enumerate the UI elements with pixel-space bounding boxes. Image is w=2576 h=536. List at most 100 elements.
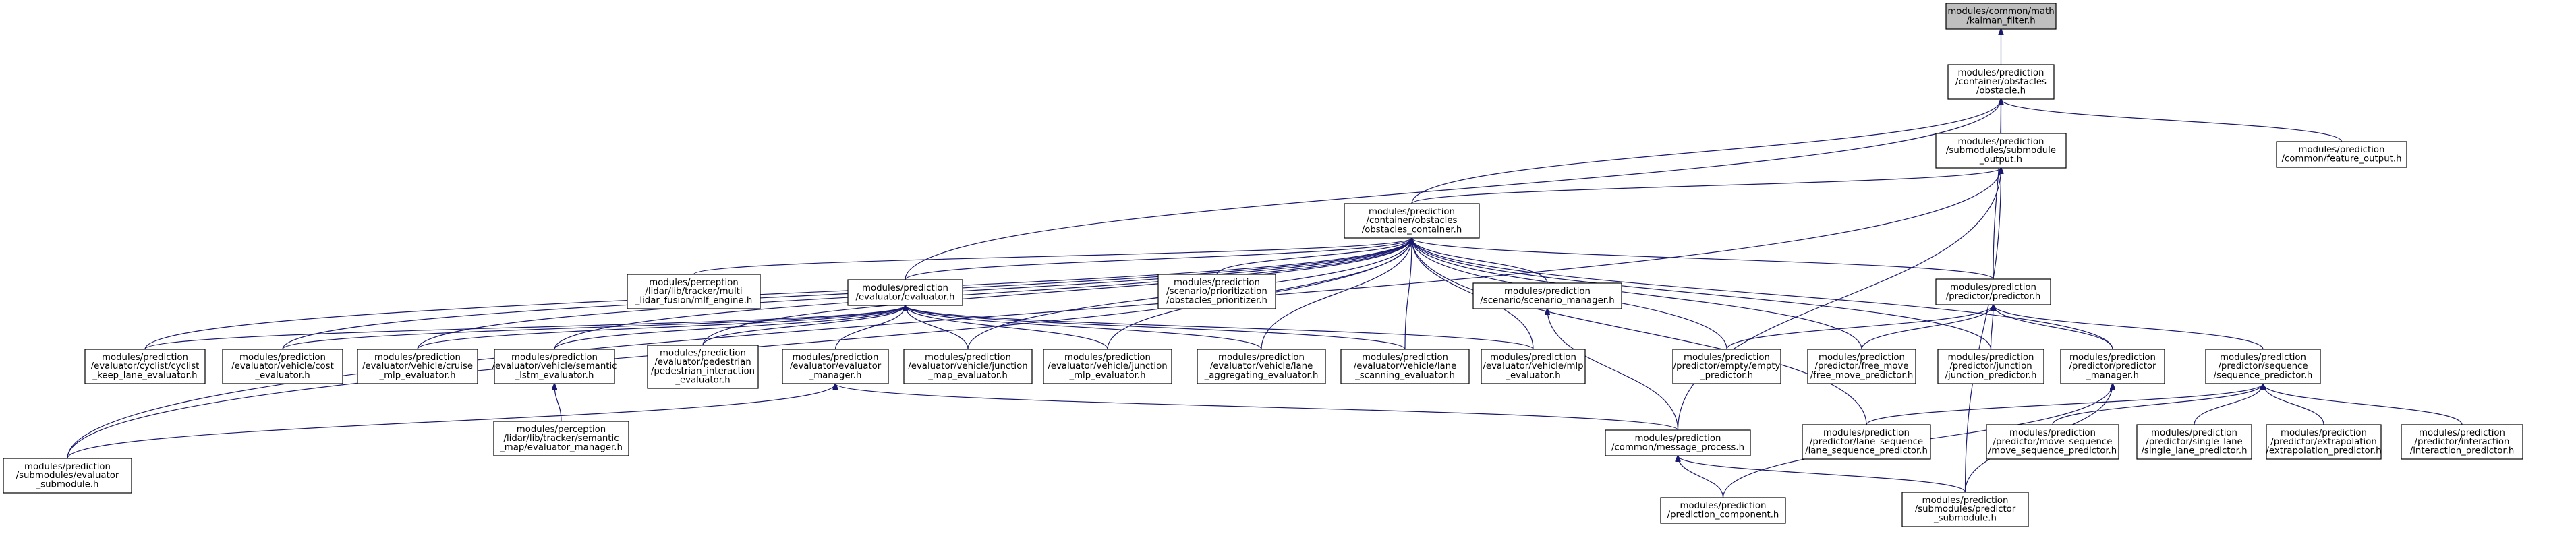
node-label-line: modules/prediction: [1064, 353, 1151, 363]
edge-lane_scan-to-obs_container: [1404, 238, 1412, 350]
node-label-line: modules/prediction: [2299, 145, 2385, 155]
edge-predictor-to-obs_container: [1412, 238, 1994, 280]
node-label-line: /free_move_predictor.h: [1810, 370, 1914, 380]
edge-pred_component-to-msg_process: [1678, 456, 1724, 498]
node-predictor[interactable]: modules/prediction/predictor/predictor.h: [1935, 278, 2051, 305]
node-interaction[interactable]: modules/prediction/predictor/interaction…: [2401, 424, 2523, 460]
node-box: [1937, 349, 2044, 384]
node-single-lane[interactable]: modules/prediction/predictor/single_lane…: [2136, 424, 2252, 460]
node-box: [1660, 497, 1786, 524]
node-label-line: modules/prediction: [1490, 353, 1576, 363]
node-seq-pred[interactable]: modules/prediction/predictor/sequence/se…: [2205, 349, 2321, 384]
node-eval-mgr[interactable]: modules/prediction/evaluator/evaluator_m…: [782, 349, 889, 384]
node-semantic-lstm[interactable]: modules/prediction/evaluator/vehicle/sem…: [492, 349, 617, 384]
node-cyclist[interactable]: modules/prediction/evaluator/cyclist/cyc…: [84, 349, 206, 384]
edge-seq_pred-to-predictor: [1993, 305, 2264, 350]
node-kalman[interactable]: modules/common/math/kalman_filter.h: [1945, 3, 2057, 30]
node-obstacle[interactable]: modules/prediction/container/obstacles/o…: [1947, 64, 2055, 100]
node-box: [1043, 349, 1172, 384]
node-pedestrian[interactable]: modules/prediction/evaluator/pedestrian/…: [647, 345, 759, 389]
node-label-line: /predictor/single_lane: [2146, 437, 2242, 447]
node-box: [222, 349, 343, 384]
node-sub-predictor[interactable]: modules/prediction/submodules/predictor_…: [1901, 492, 2029, 527]
node-box: [2276, 141, 2407, 168]
node-junction-mlp[interactable]: modules/prediction/evaluator/vehicle/jun…: [1043, 349, 1172, 384]
node-sub-evaluator[interactable]: modules/prediction/submodules/evaluator_…: [3, 458, 132, 494]
node-label-line: _predictor.h: [1700, 370, 1753, 380]
node-label-line: /predictor/sequence: [2218, 361, 2308, 371]
node-label-line: modules/perception: [649, 278, 738, 288]
node-box: [84, 349, 206, 384]
node-label-line: /predictor/free_move: [1814, 361, 1908, 371]
node-box: [3, 458, 132, 494]
node-cost[interactable]: modules/prediction/evaluator/vehicle/cos…: [222, 349, 343, 384]
node-label-line: /predictor/extrapolation: [2270, 437, 2377, 447]
node-label-line: modules/prediction: [925, 353, 1011, 363]
node-label-line: _aggregating_evaluator.h: [1204, 370, 1319, 380]
node-mlf[interactable]: modules/perception/lidar/lib/tracker/mul…: [627, 274, 761, 309]
node-label-line: modules/prediction: [1948, 353, 2034, 363]
node-msg-process[interactable]: modules/prediction/common/message_proces…: [1605, 429, 1751, 456]
node-box: [1157, 274, 1276, 309]
node-junction-pred[interactable]: modules/prediction/predictor/junction/ju…: [1937, 349, 2044, 384]
node-move-seq[interactable]: modules/prediction/predictor/move_sequen…: [1986, 424, 2119, 460]
node-label-line: _evaluator.h: [1505, 370, 1560, 380]
node-box: [357, 349, 478, 384]
edge-empty_pred-to-predictor: [1726, 305, 1993, 350]
node-pred-mgr[interactable]: modules/prediction/predictor/predictor_m…: [2060, 349, 2165, 384]
node-lane-seq[interactable]: modules/prediction/predictor/lane_sequen…: [1802, 424, 1931, 460]
node-prioritizer[interactable]: modules/prediction/scenario/prioritizati…: [1157, 274, 1276, 309]
node-empty-pred[interactable]: modules/prediction/predictor/empty/empty…: [1672, 349, 1781, 384]
node-cruise[interactable]: modules/prediction/evaluator/vehicle/cru…: [357, 349, 478, 384]
node-label-line: _manager.h: [2086, 370, 2139, 380]
node-box: [1472, 282, 1622, 309]
node-label-line: modules/prediction: [1369, 207, 1455, 217]
node-label-line: /single_lane_predictor.h: [2141, 446, 2247, 456]
edge-lane_seq-to-seq_pred: [1866, 384, 2263, 425]
node-label-line: /submodules/evaluator: [16, 471, 119, 481]
node-label-line: /extrapolation_predictor.h: [2266, 446, 2381, 456]
node-box: [1935, 133, 2067, 169]
node-box: [493, 421, 629, 456]
node-label-line: /lidar/lib/tracker/semantic: [503, 434, 619, 444]
node-box: [1344, 203, 1480, 239]
node-lane-scan[interactable]: modules/prediction/evaluator/vehicle/lan…: [1340, 349, 1470, 384]
node-pred-component[interactable]: modules/prediction/prediction_component.…: [1660, 497, 1786, 524]
node-junction-map[interactable]: modules/prediction/evaluator/vehicle/jun…: [903, 349, 1033, 384]
node-mlp-eval[interactable]: modules/prediction/evaluator/vehicle/mlp…: [1481, 349, 1586, 384]
node-label-line: _output.h: [1979, 154, 2022, 165]
node-box: [1901, 492, 2029, 527]
node-label-line: modules/prediction: [1958, 137, 2044, 147]
node-label-line: _map/evaluator_manager.h: [499, 442, 623, 452]
node-label-line: _map_evaluator.h: [927, 370, 1008, 380]
node-free-move[interactable]: modules/prediction/predictor/free_move/f…: [1807, 349, 1916, 384]
node-feature-output[interactable]: modules/prediction/common/feature_output…: [2276, 141, 2407, 168]
edge-extrapolation-to-seq_pred: [2263, 384, 2324, 425]
node-label-line: modules/prediction: [2220, 353, 2306, 363]
node-label-line: /evaluator/vehicle/cruise: [362, 361, 473, 371]
node-label-line: modules/prediction: [1958, 68, 2044, 78]
node-sem-map[interactable]: modules/perception/lidar/lib/tracker/sem…: [493, 421, 629, 456]
edge-move_seq-to-seq_pred: [2052, 384, 2263, 425]
node-obs-container[interactable]: modules/prediction/container/obstacles/o…: [1344, 203, 1480, 239]
node-label-line: /interaction_predictor.h: [2410, 446, 2515, 456]
node-scenario-mgr[interactable]: modules/prediction/scenario/scenario_man…: [1472, 282, 1622, 309]
node-extrapolation[interactable]: modules/prediction/predictor/extrapolati…: [2266, 424, 2382, 460]
node-label-line: modules/prediction: [2151, 428, 2237, 438]
node-box: [1672, 349, 1781, 384]
node-evaluator[interactable]: modules/prediction/evaluator/evaluator.h: [847, 279, 963, 306]
node-box: [2060, 349, 2165, 384]
edge-cruise-to-evaluator: [417, 305, 905, 350]
node-label-line: /evaluator/evaluator.h: [856, 292, 955, 302]
node-label-line: modules/prediction: [2009, 428, 2096, 438]
node-label-line: /move_sequence_predictor.h: [1988, 446, 2117, 456]
node-label-line: modules/prediction: [102, 353, 188, 363]
node-box: [1935, 278, 2051, 305]
edge-cost-to-evaluator: [282, 305, 905, 350]
node-label-line: /predictor/empty/empty: [1673, 361, 1781, 371]
node-sub-output[interactable]: modules/prediction/submodules/submodule_…: [1935, 133, 2067, 169]
node-lane-agg[interactable]: modules/prediction/evaluator/vehicle/lan…: [1197, 349, 1326, 384]
node-box: [647, 345, 759, 389]
edge-cyclist-to-obs_container: [144, 238, 1412, 350]
edge-scenario_mgr-to-obs_container: [1412, 238, 1548, 284]
